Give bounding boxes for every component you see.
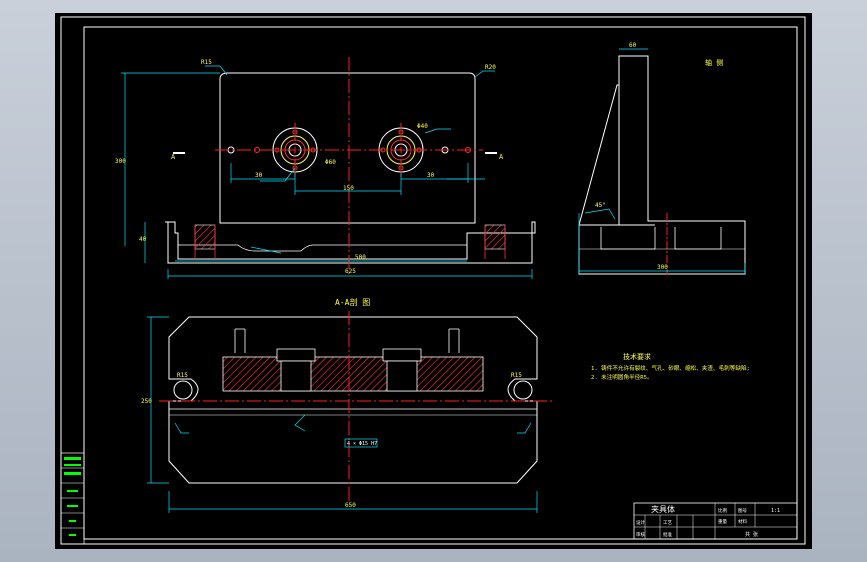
dim-r2: R20 <box>485 64 496 71</box>
dim-r-left: R15 <box>177 372 188 379</box>
tb-cell-1: 审核 <box>636 531 645 538</box>
center-tag: 4 × Φ15 H7 <box>347 441 377 447</box>
front-base-outline <box>165 221 536 264</box>
title-block-sheet: 共 张 <box>745 531 758 538</box>
tb-cell-7: 材料 <box>738 518 747 525</box>
side-outline <box>578 55 746 275</box>
tb-cell-5: 重量 <box>718 518 727 525</box>
front-view: A A 625 500 300 40 150 30 30 R15 <box>115 57 536 279</box>
dim-hole-2: Φ40 <box>417 123 428 130</box>
front-hatch-left <box>194 224 216 250</box>
dim-right-offset: 30 <box>427 172 435 179</box>
title-block-name: 夹具体 <box>651 504 675 514</box>
front-plate-outline <box>219 72 476 224</box>
dim-side-width: 300 <box>657 264 668 271</box>
dim-hole-pitch: 150 <box>343 185 354 192</box>
section-outline <box>168 316 538 484</box>
outer-border <box>60 16 806 545</box>
dim-r1: R15 <box>201 59 212 66</box>
dim-left-offset: 30 <box>255 172 263 179</box>
dim-top-height: 300 <box>115 158 126 165</box>
inner-border <box>83 26 798 540</box>
section-mark-a-left: A <box>171 153 176 161</box>
tech-req-2: 2. 未注明圆角半径R5。 <box>591 373 653 381</box>
tb-cell-6: 图号 <box>738 508 747 514</box>
tb-cell-0: 设计 <box>636 519 645 526</box>
section-hatch-plate <box>222 356 484 392</box>
front-base-inner <box>178 244 467 252</box>
dim-bottom-width: 650 <box>345 502 356 509</box>
section-view: A-A剖 图 650 250 R15 R15 4 × Φ15 H7 <box>141 297 555 513</box>
front-hatch-right <box>484 224 506 250</box>
dim-top-inner: 500 <box>355 254 366 261</box>
top-note: 轴 侧 <box>705 58 723 67</box>
side-view: 300 60 45° 轴 侧 <box>578 42 746 275</box>
dim-r-right: R15 <box>511 372 522 379</box>
tb-cell-2: 工艺 <box>663 520 672 526</box>
title-block: 夹具体 1:1 共 张 设计 审核 工艺 批准 比例 重量 图号 材料 <box>633 502 798 540</box>
tech-req-1: 1. 铸件不允许有裂纹、气孔、砂眼、缩松、夹渣、毛刺等缺陷; <box>591 364 750 372</box>
tb-cell-4: 比例 <box>718 507 727 514</box>
tb-cell-3: 批准 <box>663 531 672 538</box>
dim-side-slope: 45° <box>595 202 606 209</box>
left-title-strip <box>60 452 85 545</box>
tech-notes: 技术要求 1. 铸件不允许有裂纹、气孔、砂眼、缩松、夹渣、毛刺等缺陷; 2. 未… <box>591 352 750 381</box>
tech-req-title: 技术要求 <box>623 352 651 361</box>
dim-bottom-height: 250 <box>141 398 152 405</box>
dim-hole-1: Φ60 <box>325 159 336 166</box>
section-title: A-A剖 图 <box>335 297 370 307</box>
engineering-drawing: A A 625 500 300 40 150 30 30 R15 <box>60 16 806 545</box>
drawing-sheet: A A 625 500 300 40 150 30 30 R15 <box>55 13 812 549</box>
title-block-scale: 1:1 <box>771 508 780 514</box>
dim-top-width: 625 <box>345 268 356 275</box>
section-mark-a-right: A <box>499 153 504 161</box>
dim-top-base-h: 40 <box>139 236 147 243</box>
dim-side-top: 60 <box>629 42 637 49</box>
